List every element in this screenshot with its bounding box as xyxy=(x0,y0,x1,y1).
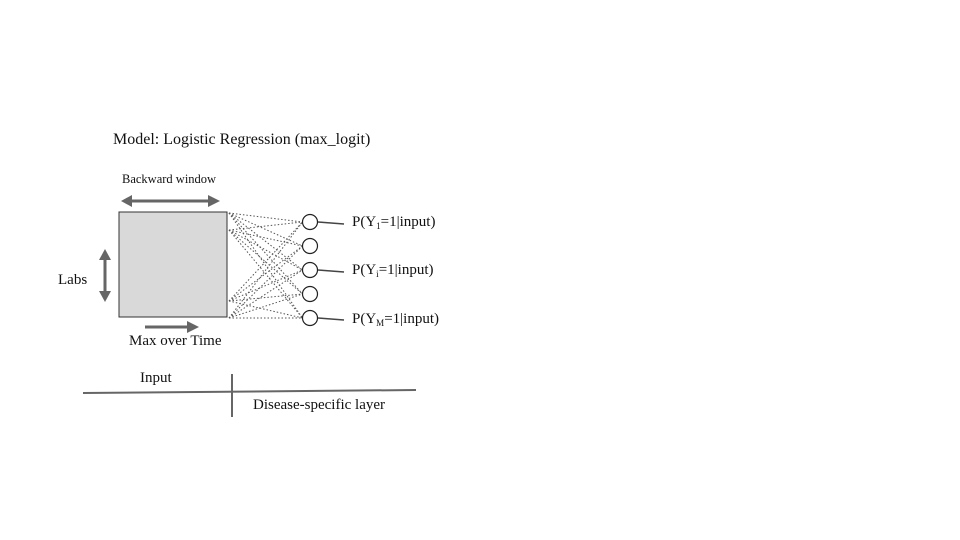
connection-5-1 xyxy=(228,212,303,319)
output-line-m xyxy=(317,317,345,321)
connections xyxy=(228,212,303,319)
output-line-i xyxy=(317,269,345,273)
connection-3-4 xyxy=(228,269,303,319)
output-label-1: P(Y1=1|input) xyxy=(352,214,436,231)
connection-1-4 xyxy=(228,221,303,319)
output-1-prefix: P(Y xyxy=(352,214,377,230)
connection-3-3 xyxy=(228,269,303,302)
max-over-time-label: Max over Time xyxy=(129,333,222,349)
labs-label: Labs xyxy=(58,272,88,288)
output-label-i: P(Yi=1|input) xyxy=(352,262,434,279)
output-nodes xyxy=(301,213,319,327)
output-line-1 xyxy=(317,221,345,225)
backward-window-label: Backward window xyxy=(122,172,217,186)
output-node-5 xyxy=(301,309,319,327)
output-node-3 xyxy=(301,261,319,279)
output-label-m: P(YM=1|input) xyxy=(352,311,439,328)
output-m-prefix: P(Y xyxy=(352,311,377,327)
output-i-prefix: P(Y xyxy=(352,262,377,278)
connection-4-4 xyxy=(228,293,303,319)
diagram-title: Model: Logistic Regression (max_logit) xyxy=(113,131,371,148)
connection-3-1 xyxy=(228,212,303,271)
backward-window-arrow xyxy=(121,195,220,207)
connection-2-1 xyxy=(228,212,303,247)
output-1-sub: 1 xyxy=(376,221,381,231)
output-i-suffix: =1|input) xyxy=(378,262,434,278)
connection-4-3 xyxy=(228,293,303,302)
connection-1-3 xyxy=(228,221,303,302)
output-m-suffix: =1|input) xyxy=(384,311,439,327)
input-box xyxy=(118,211,228,318)
connection-3-2 xyxy=(228,229,303,271)
output-1-suffix: =1|input) xyxy=(380,214,436,230)
connection-5-3 xyxy=(228,300,303,319)
output-node-2 xyxy=(301,237,319,255)
connection-4-2 xyxy=(228,229,303,295)
horizontal-divider xyxy=(82,389,417,394)
output-m-sub: M xyxy=(376,318,385,328)
connection-5-2 xyxy=(228,229,303,319)
connection-2-4 xyxy=(228,245,303,319)
output-i-sub: i xyxy=(376,269,379,279)
max-over-time-arrow xyxy=(145,321,199,333)
connection-4-1 xyxy=(228,212,303,295)
output-node-1 xyxy=(301,213,319,231)
labs-arrow xyxy=(99,249,111,302)
output-node-4 xyxy=(301,285,319,303)
disease-specific-layer-label: Disease-specific layer xyxy=(253,397,386,413)
input-label: Input xyxy=(140,370,172,386)
connection-1-2 xyxy=(228,221,303,231)
